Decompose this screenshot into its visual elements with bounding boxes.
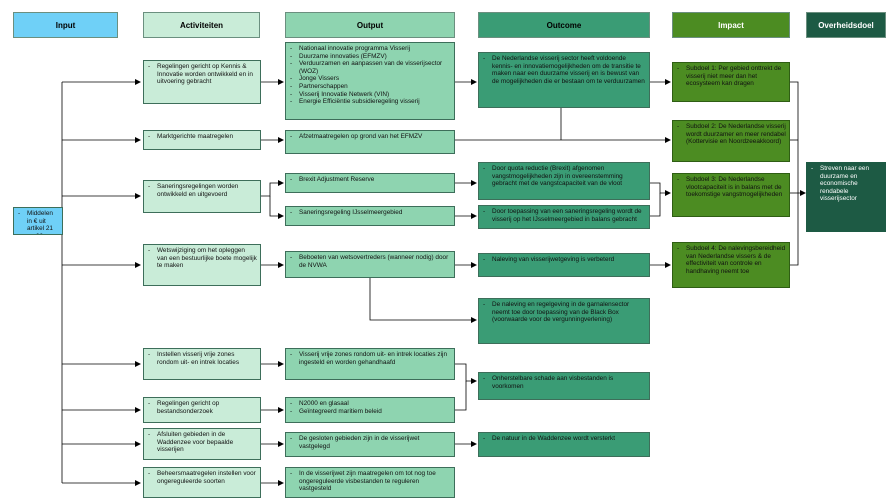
outcome-text: De Nederlandse visserij sector heeft vol… (483, 55, 646, 85)
activity-legislation: Wetswijziging om het opleggen van een be… (143, 244, 261, 286)
outcome-text: De natuur in de Waddenzee wordt versterk… (483, 435, 646, 443)
impact-subgoal-4: Subdoel 4: De nalevingsbereidheid van Ne… (672, 242, 790, 288)
impact-text: Subdoel 2: De Nederlandse visserij wordt… (677, 123, 786, 146)
output-item: Saneringsregeling IJsselmeergebied (290, 209, 451, 217)
output-zones: Visserij vrije zones rondom uit- en intr… (285, 348, 455, 380)
input-box: Middelen in € uit artikel 21 en 22 (13, 207, 63, 235)
outcome-damage: Onherstelbare schade aan visbestanden is… (478, 372, 650, 400)
output-item: Visserij vrije zones rondom uit- en intr… (290, 351, 451, 366)
activity-text: Regelingen gericht op Kennis & Innovatie… (148, 63, 257, 86)
output-item: Partnerschappen (290, 83, 451, 91)
activity-text: Saneringsregelingen worden ontwikkeld en… (148, 183, 257, 198)
output-item: Brexit Adjustment Reserve (290, 176, 451, 184)
activity-research: Regelingen gericht op bestandsonderzoek (143, 397, 261, 423)
output-item: Nationaal innovatie programma Visserij (290, 45, 451, 53)
output-unregulated: In de visserijwet zijn maatregelen om to… (285, 467, 455, 498)
impact-text: Subdoel 4: De nalevingsbereidheid van Ne… (677, 245, 786, 275)
output-item: Duurzame innovaties (EFMZV) (290, 53, 451, 61)
outcome-quota: Door quota reductie (Brexit) afgenomen v… (478, 162, 650, 200)
activity-text: Wetswijziging om het opleggen van een be… (148, 247, 257, 270)
output-item: De gesloten gebieden zijn in de visserij… (290, 435, 451, 450)
outcome-ijsselmeer: Door toepassing van een saneringsregelin… (478, 205, 650, 229)
activity-market: Marktgerichte maatregelen (143, 130, 261, 150)
activity-sanitation: Saneringsregelingen worden ontwikkeld en… (143, 180, 261, 213)
header-activities: Activiteiten (143, 12, 260, 38)
government-goal-box: Streven naar een duurzame en economische… (806, 162, 886, 232)
activity-text: Beheersmaatregelen instellen voor ongere… (148, 470, 257, 485)
outcome-text: Naleving van visserijwetgeving is verbet… (483, 256, 646, 264)
activity-zones: Instellen visserij vrije zones rondom ui… (143, 348, 261, 380)
output-research: N2000 en glasaal Geïntegreerd maritiem b… (285, 397, 455, 423)
output-item: N2000 en glasaal (290, 400, 451, 408)
output-item: Beboeten van wetsovertreders (wanneer no… (290, 254, 451, 269)
output-market: Afzetmaatregelen op grond van het EFMZV (285, 130, 455, 154)
output-fines: Beboeten van wetsovertreders (wanneer no… (285, 251, 455, 278)
output-brexit-reserve: Brexit Adjustment Reserve (285, 173, 455, 193)
output-item: Afzetmaatregelen op grond van het EFMZV (290, 133, 451, 141)
activity-text: Regelingen gericht op bestandsonderzoek (148, 400, 257, 415)
activity-text: Instellen visserij vrije zones rondom ui… (148, 351, 257, 366)
activity-unregulated: Beheersmaatregelen instellen voor ongere… (143, 467, 261, 498)
outcome-text: Door quota reductie (Brexit) afgenomen v… (483, 165, 646, 188)
output-item: Energie Efficiëntie subsidieregeling vis… (290, 98, 451, 106)
impact-subgoal-2: Subdoel 2: De Nederlandse visserij wordt… (672, 120, 790, 162)
output-item: Visserij Innovatie Netwerk (VIN) (290, 91, 451, 99)
output-item: Jonge Vissers (290, 75, 451, 83)
output-ijsselmeer: Saneringsregeling IJsselmeergebied (285, 206, 455, 226)
activity-text: Afsluiten gebieden in de Waddenzee voor … (148, 431, 257, 454)
output-item: In de visserijwet zijn maatregelen om to… (290, 470, 451, 493)
government-goal-text: Streven naar een duurzame en economische… (811, 165, 882, 203)
outcome-compliance: Naleving van visserijwetgeving is verbet… (478, 253, 650, 277)
header-government-goal: Overheidsdoel (806, 12, 886, 38)
outcome-text: Door toepassing van een saneringsregelin… (483, 208, 646, 223)
input-text: Middelen in € uit artikel 21 en 22 (18, 210, 59, 234)
output-wadden: De gesloten gebieden zijn in de visserij… (285, 432, 455, 457)
impact-text: Subdoel 3: De Nederlandse vlootcapacitei… (677, 176, 786, 199)
header-output: Output (285, 12, 455, 38)
header-outcome: Outcome (478, 12, 650, 38)
header-impact: Impact (672, 12, 790, 38)
impact-text: Subdoel 1: Per gebied onttrekt de visser… (677, 65, 786, 88)
impact-subgoal-3: Subdoel 3: De Nederlandse vlootcapacitei… (672, 173, 790, 217)
output-innovation: Nationaal innovatie programma Visserij D… (285, 42, 455, 120)
outcome-knowledge: De Nederlandse visserij sector heeft vol… (478, 52, 650, 108)
outcome-text: De naleving en regelgeving in de garnale… (483, 301, 646, 324)
outcome-wadden: De natuur in de Waddenzee wordt versterk… (478, 432, 650, 457)
header-input: Input (13, 12, 118, 38)
activity-text: Marktgerichte maatregelen (148, 133, 257, 141)
output-item: Verduurzamen en aanpassen van de visseri… (290, 60, 451, 75)
outcome-shrimp: De naleving en regelgeving in de garnale… (478, 298, 650, 344)
output-item: Geïntegreerd maritiem beleid (290, 408, 451, 416)
activity-innovation: Regelingen gericht op Kennis & Innovatie… (143, 60, 261, 104)
impact-subgoal-1: Subdoel 1: Per gebied onttrekt de visser… (672, 62, 790, 102)
outcome-text: Onherstelbare schade aan visbestanden is… (483, 375, 646, 390)
activity-wadden: Afsluiten gebieden in de Waddenzee voor … (143, 428, 261, 460)
